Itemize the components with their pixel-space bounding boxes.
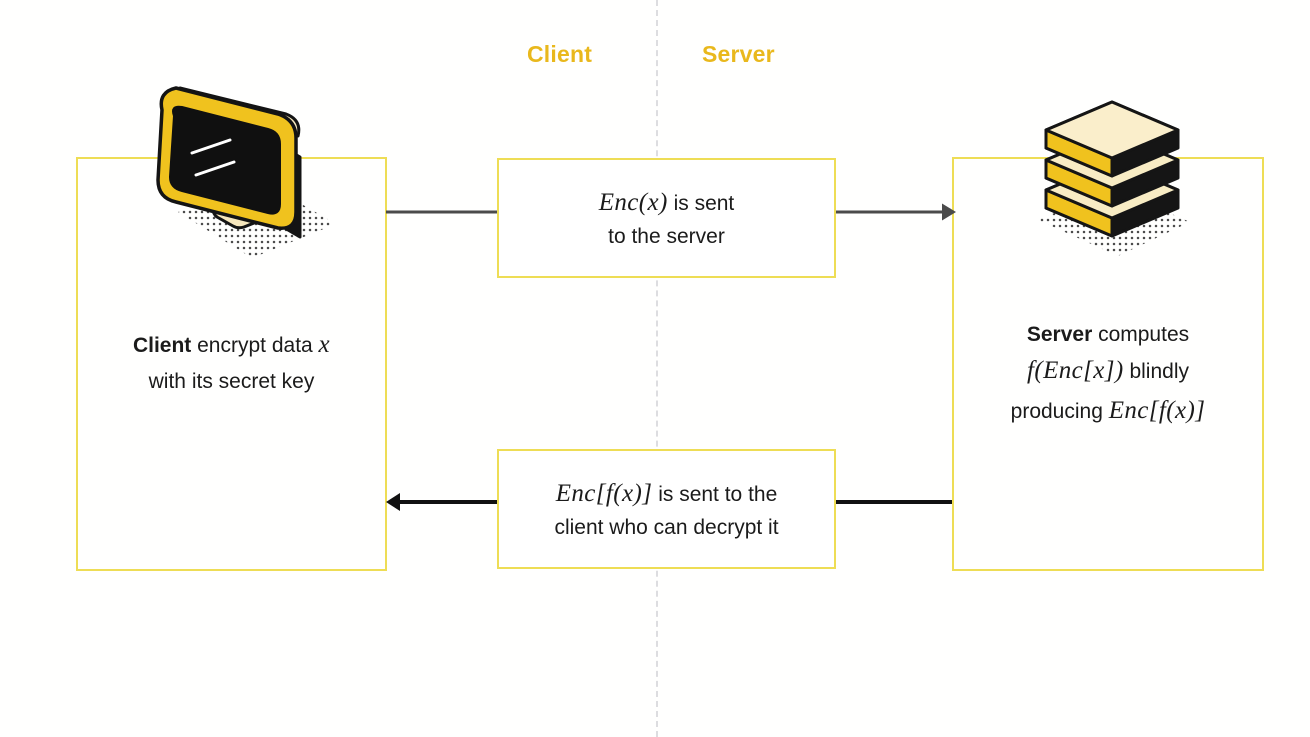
server-line3-math: Enc[f(x)] — [1108, 396, 1206, 424]
server-description: Server computes f(Enc[x]) blindly produc… — [952, 318, 1264, 430]
client-description-line-1: Client encrypt data x — [76, 325, 387, 365]
server-description-line-3: producing Enc[f(x)] — [952, 391, 1264, 431]
client-zone-label: Client — [527, 41, 593, 67]
arrow-client-to-server — [386, 203, 956, 221]
message-to-server-math: Enc(x) — [598, 188, 668, 216]
server-line2-rest: blindly — [1123, 360, 1189, 384]
message-to-server-line-2: to the server — [608, 224, 725, 248]
message-to-client-rest: is sent to the — [652, 482, 778, 506]
message-to-client-line-2: client who can decrypt it — [554, 515, 779, 539]
client-line1-rest: encrypt data — [191, 334, 319, 357]
arrow-server-to-client — [386, 493, 952, 511]
message-to-server-rest: is sent — [667, 191, 735, 215]
server-line1-rest: computes — [1092, 323, 1190, 346]
message-box-to-client: Enc[f(x)] is sent to the client who can … — [497, 449, 836, 569]
client-description: Client encrypt data x with its secret ke… — [76, 325, 387, 398]
server-stack-icon — [1022, 92, 1202, 264]
server-description-line-1: Server computes — [952, 318, 1264, 351]
message-to-client-math: Enc[f(x)] — [555, 479, 653, 507]
server-zone-label: Server — [702, 41, 775, 67]
message-to-client-line-1: Enc[f(x)] is sent to the — [556, 475, 778, 512]
server-bold-word: Server — [1026, 323, 1093, 346]
server-description-line-2: f(Enc[x]) blindly — [952, 351, 1264, 391]
message-to-server-line-1: Enc(x) is sent — [599, 184, 735, 221]
computer-monitor-icon — [140, 72, 336, 267]
client-server-divider — [656, 0, 658, 737]
message-box-to-server: Enc(x) is sent to the server — [497, 158, 836, 278]
server-line2-math: f(Enc[x]) — [1027, 357, 1124, 385]
client-line1-math: x — [318, 331, 331, 358]
client-description-line-2: with its secret key — [148, 369, 315, 393]
client-bold-word: Client — [132, 334, 192, 357]
server-line3-rest: producing — [1010, 399, 1109, 423]
